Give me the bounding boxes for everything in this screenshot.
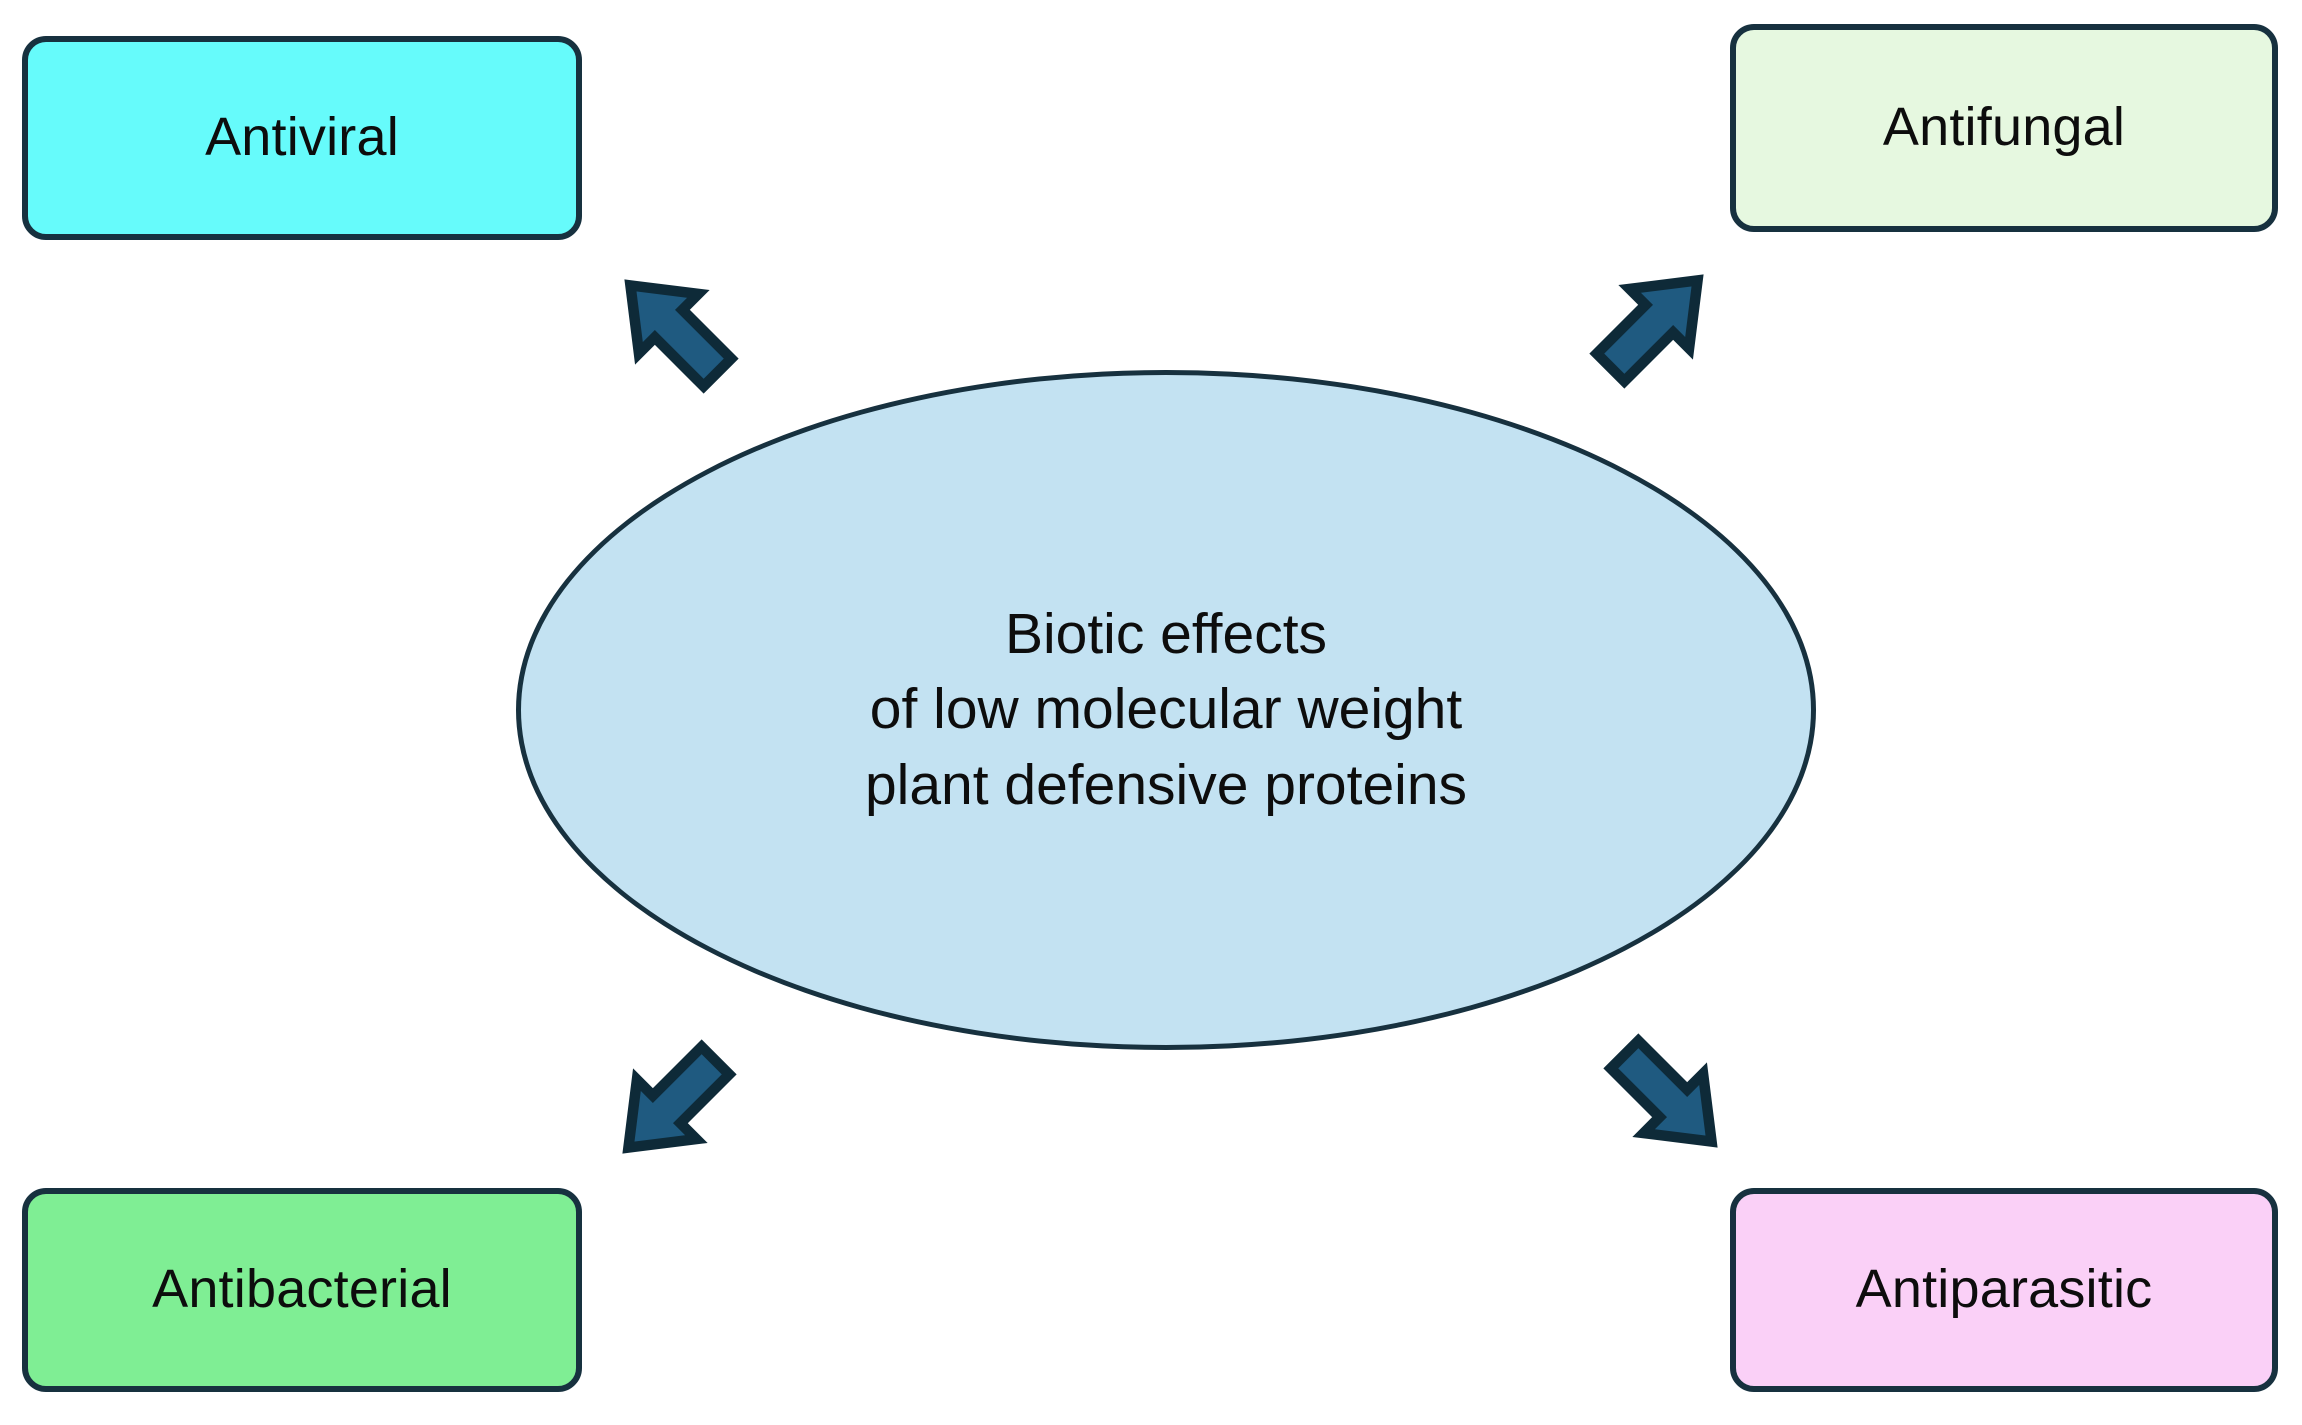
center-text-line-3: plant defensive proteins [864, 752, 1468, 817]
center-text-line-2: of low molecular weight [869, 677, 1463, 742]
node-label-antifungal: Antifungal [1882, 97, 2126, 158]
node-box-antifungal[interactable]: Antifungal [1730, 24, 2278, 232]
node-box-antiparasitic[interactable]: Antiparasitic [1730, 1188, 2278, 1392]
arrow-down-right-icon [1603, 1033, 1718, 1148]
center-ellipse[interactable]: Biotic effects of low molecular weight p… [516, 370, 1816, 1050]
arrow-up-right-icon [1589, 274, 1704, 389]
node-label-antiviral: Antiviral [205, 107, 399, 168]
center-text-line-1: Biotic effects [1004, 602, 1328, 667]
node-label-antibacterial: Antibacterial [152, 1259, 452, 1320]
node-label-antiparasitic: Antiparasitic [1855, 1259, 2153, 1320]
arrow-up-left-icon [624, 279, 739, 394]
node-box-antibacterial[interactable]: Antibacterial [22, 1188, 582, 1392]
node-box-antiviral[interactable]: Antiviral [22, 36, 582, 240]
arrow-down-left-icon [622, 1039, 737, 1154]
